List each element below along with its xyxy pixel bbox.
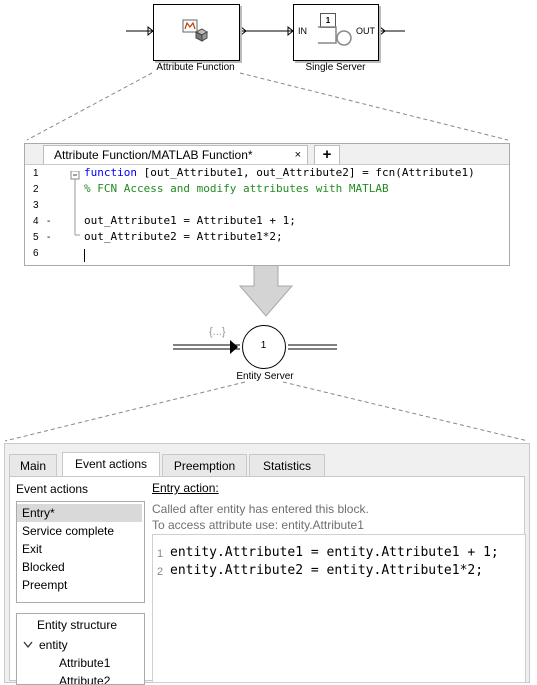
tab-main[interactable]: Main bbox=[9, 454, 57, 476]
event-actions-list[interactable]: Entry* Service complete Exit Blocked Pre… bbox=[16, 501, 145, 603]
attribute-function-label: Attribute Function bbox=[156, 62, 235, 73]
editor-tab-title: Attribute Function/MATLAB Function* bbox=[54, 148, 253, 162]
line-number: 3 bbox=[33, 200, 39, 211]
code-line: out_Attribute1 = Attribute1 + 1; bbox=[84, 214, 296, 227]
line-number: 6 bbox=[33, 248, 39, 259]
editor-tab-bar: Attribute Function/MATLAB Function* × + bbox=[25, 144, 509, 165]
executable-line-marker[interactable]: - bbox=[47, 216, 51, 227]
list-item-blocked[interactable]: Blocked bbox=[22, 560, 65, 574]
close-icon[interactable]: × bbox=[294, 149, 301, 161]
tab-event-actions[interactable]: Event actions bbox=[62, 452, 160, 476]
single-server-label: Single Server bbox=[305, 62, 366, 73]
matlab-function-icon bbox=[182, 19, 208, 42]
text-cursor bbox=[84, 249, 85, 262]
matlab-editor: Attribute Function/MATLAB Function* × + … bbox=[24, 143, 510, 266]
entity-server-label: Entity Server bbox=[236, 371, 294, 382]
code-line-number: 1 bbox=[157, 548, 164, 560]
comment-token: % FCN Access and modify attributes with … bbox=[84, 182, 389, 195]
keyword-token: function bbox=[84, 166, 137, 179]
code-line: entity.Attribute2 = entity.Attribute1*2; bbox=[170, 563, 484, 578]
event-actions-panel: Event actions Entry* Service complete Ex… bbox=[9, 476, 526, 685]
entry-action-code-editor[interactable]: 1 entity.Attribute1 = entity.Attribute1 … bbox=[152, 534, 526, 683]
single-server-block[interactable]: IN OUT 1 bbox=[293, 4, 379, 61]
entity-server-annotation: {...} bbox=[209, 326, 226, 338]
line-number: 4 bbox=[33, 216, 39, 227]
code-token: out_Attribute2 = Attribute1*2; bbox=[84, 230, 283, 243]
entry-help-text-1: Called after entity has entered this blo… bbox=[152, 502, 369, 516]
list-item-service-complete[interactable]: Service complete bbox=[22, 524, 115, 538]
tree-node-attribute2[interactable]: Attribute2 bbox=[59, 674, 111, 685]
tree-node-attribute1[interactable]: Attribute1 bbox=[59, 656, 111, 670]
line-number: 2 bbox=[33, 184, 39, 195]
entity-server-count: 1 bbox=[260, 340, 267, 351]
code-token: out_Attribute1 = Attribute1 + 1; bbox=[84, 214, 296, 227]
attribute-function-block[interactable] bbox=[153, 4, 240, 61]
event-actions-heading: Event actions bbox=[16, 482, 89, 496]
out-port-label: OUT bbox=[356, 26, 375, 36]
tab-statistics[interactable]: Statistics bbox=[249, 454, 325, 476]
editor-tab[interactable]: Attribute Function/MATLAB Function* × bbox=[43, 145, 308, 164]
tab-preemption[interactable]: Preemption bbox=[162, 454, 247, 476]
line-number: 1 bbox=[33, 168, 39, 179]
executable-line-marker[interactable]: - bbox=[47, 232, 51, 243]
code-line: function [out_Attribute1, out_Attribute2… bbox=[84, 166, 475, 179]
list-item-preempt[interactable]: Preempt bbox=[22, 578, 68, 592]
entity-server-block[interactable]: 1 bbox=[242, 325, 286, 369]
code-line: out_Attribute2 = Attribute1*2; bbox=[84, 230, 283, 243]
list-item-entry[interactable]: Entry* bbox=[17, 504, 142, 522]
code-fold-icon[interactable] bbox=[69, 171, 83, 241]
code-token: [out_Attribute1, out_Attribute2] = fcn(A… bbox=[136, 166, 475, 179]
editor-gutter bbox=[25, 165, 71, 265]
in-port-label: IN bbox=[298, 26, 307, 36]
code-line: % FCN Access and modify attributes with … bbox=[84, 182, 389, 195]
line-number: 5 bbox=[33, 232, 39, 243]
entry-action-label: Entry action: bbox=[152, 481, 219, 495]
tree-node-entity[interactable]: entity bbox=[39, 638, 68, 652]
code-line: entity.Attribute1 = entity.Attribute1 + … bbox=[170, 545, 499, 560]
server-capacity-badge: 1 bbox=[320, 13, 336, 28]
entity-structure-header: Entity structure bbox=[37, 618, 118, 632]
block-parameters-dialog: Main Event actions Preemption Statistics… bbox=[4, 443, 530, 685]
new-tab-button[interactable]: + bbox=[314, 145, 340, 164]
code-line-number: 2 bbox=[157, 566, 164, 578]
list-item-exit[interactable]: Exit bbox=[22, 542, 43, 556]
chevron-down-icon[interactable] bbox=[23, 641, 33, 649]
entry-help-text-2: To access attribute use: entity.Attribut… bbox=[152, 518, 364, 532]
entity-structure-tree[interactable]: Entity structure entity Attribute1 Attri… bbox=[16, 613, 145, 685]
server-icon bbox=[318, 26, 352, 46]
input-arrow-icon bbox=[230, 340, 238, 354]
